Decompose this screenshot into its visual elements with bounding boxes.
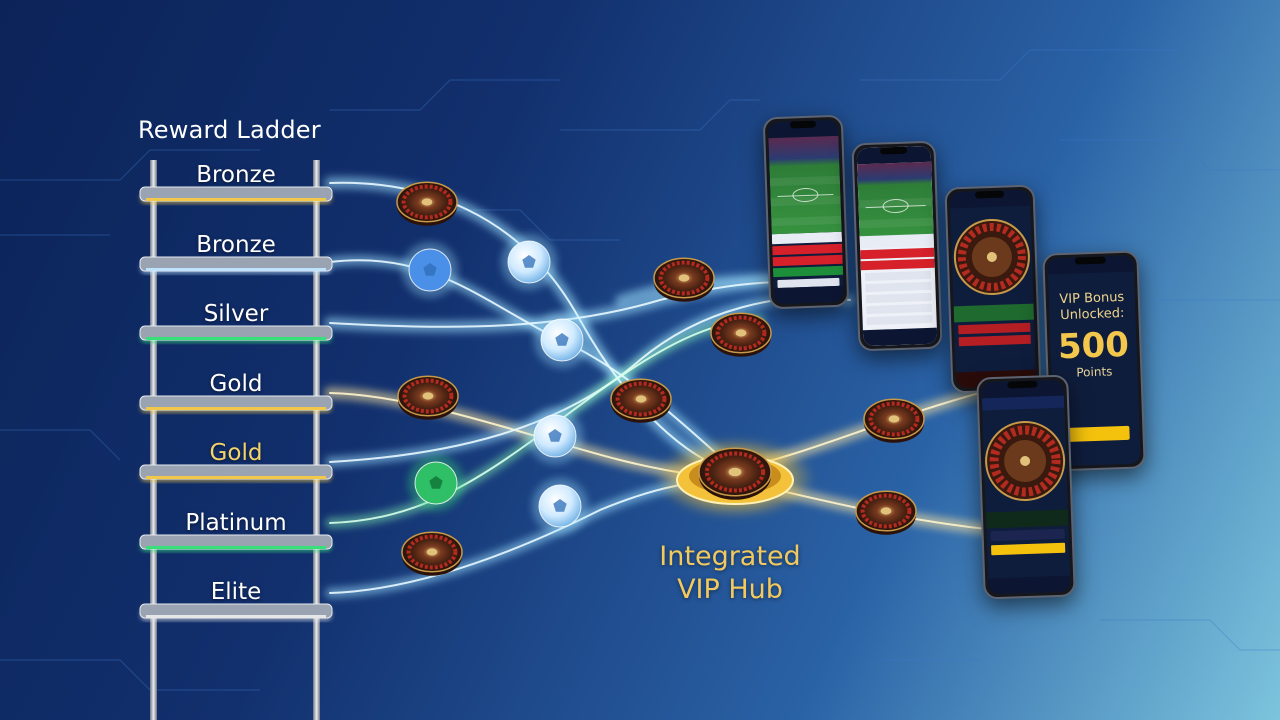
phone-sports-2[interactable]: [851, 140, 943, 352]
ladder-rung: [139, 325, 333, 343]
rung-label: Platinum: [185, 510, 287, 536]
claim-bonus-button[interactable]: [1063, 425, 1130, 443]
ladder-pole-left: [150, 160, 157, 720]
roulette-wheel-icon: [855, 490, 917, 535]
phone-notch: [1007, 380, 1038, 389]
phone-sports-1[interactable]: [762, 114, 850, 310]
soccer-ball-icon: [532, 478, 588, 534]
rung-label: Elite: [210, 579, 262, 605]
phone-roulette-2[interactable]: [976, 374, 1076, 600]
soccer-ball-icon: [501, 234, 557, 290]
roulette-wheel-icon: [710, 312, 772, 357]
vip-bonus-line2: Unlocked:: [1060, 305, 1125, 324]
ladder-title: Reward Ladder: [138, 116, 321, 144]
soccer-ball-icon: [402, 242, 458, 298]
phone-notch: [974, 190, 1005, 199]
rung-label: Gold: [209, 371, 263, 397]
rung-label: Bronze: [196, 162, 276, 188]
phone-notch: [879, 146, 908, 155]
ladder-rung: [139, 256, 333, 274]
rung-label: Bronze: [196, 232, 276, 258]
rung-label: Gold: [209, 440, 263, 466]
ladder-rung: [139, 186, 333, 204]
ladder-rung: [139, 464, 333, 482]
phone-roulette-1[interactable]: [944, 184, 1042, 394]
roulette-wheel-icon: [401, 531, 463, 576]
phone-notch: [1074, 256, 1107, 265]
roulette-wheel-icon: [863, 398, 925, 443]
phone-notch: [789, 120, 816, 129]
vip-points-value: 500: [1057, 324, 1130, 368]
soccer-ball-icon: [408, 455, 464, 511]
ladder: [139, 160, 333, 720]
hub-label-line1: Integrated: [659, 541, 801, 572]
ladder-rung: [139, 603, 333, 621]
hub-label: Integrated VIP Hub: [640, 540, 820, 606]
roulette-wheel-icon: [396, 181, 458, 226]
ladder-rung: [139, 534, 333, 552]
soccer-ball-icon: [527, 408, 583, 464]
football-pitch-image: [857, 161, 934, 237]
roulette-wheel-icon: [610, 378, 672, 423]
rung-label: Silver: [203, 301, 269, 327]
hub-label-line2: VIP Hub: [677, 574, 783, 605]
circuit-lines: [0, 49, 1280, 691]
soccer-ball-icon: [534, 312, 590, 368]
ladder-pole-right: [313, 160, 320, 720]
roulette-wheel-icon: [698, 447, 772, 500]
ladder-rung: [139, 395, 333, 413]
roulette-wheel-icon: [953, 219, 1030, 296]
roulette-wheel-icon: [397, 375, 459, 420]
roulette-wheel-icon: [653, 257, 715, 302]
roulette-wheel-icon: [985, 421, 1066, 502]
football-pitch-image: [768, 135, 842, 235]
